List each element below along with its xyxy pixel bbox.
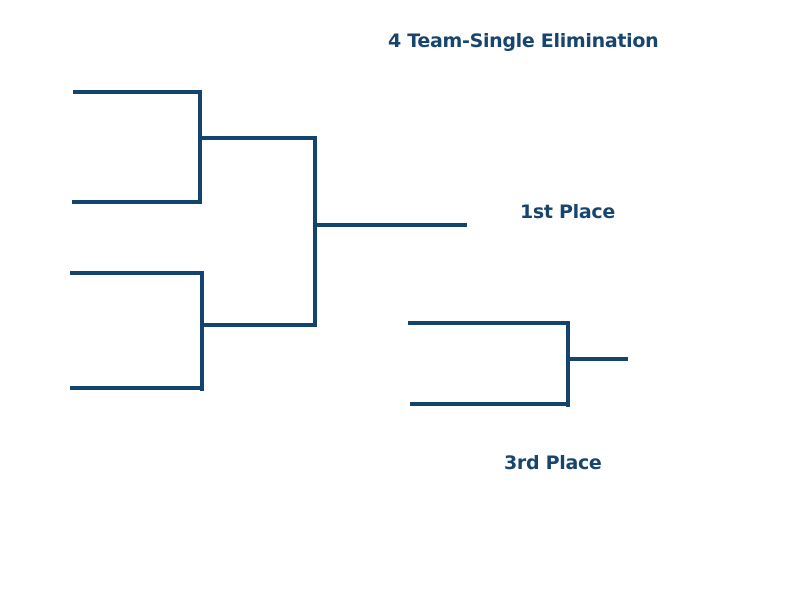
r1-match1-team2-line: [72, 200, 202, 204]
page-title: 4 Team-Single Elimination: [388, 30, 659, 52]
final-vertical: [313, 136, 317, 327]
consolation-team1-line: [408, 321, 570, 325]
r1-match2-team1-line: [70, 271, 204, 275]
third-place-label: 3rd Place: [504, 452, 602, 474]
final-connector-top: [198, 136, 317, 140]
consolation-team2-line: [410, 402, 570, 406]
first-place-line: [313, 223, 467, 227]
r1-match1-vertical: [198, 90, 202, 204]
r1-match2-team2-line: [70, 386, 204, 390]
consolation-vertical: [566, 321, 570, 407]
first-place-label: 1st Place: [520, 201, 615, 223]
third-place-line: [566, 357, 628, 361]
final-connector-bottom: [200, 323, 317, 327]
r1-match1-team1-line: [73, 90, 202, 94]
r1-match2-vertical: [200, 271, 204, 391]
